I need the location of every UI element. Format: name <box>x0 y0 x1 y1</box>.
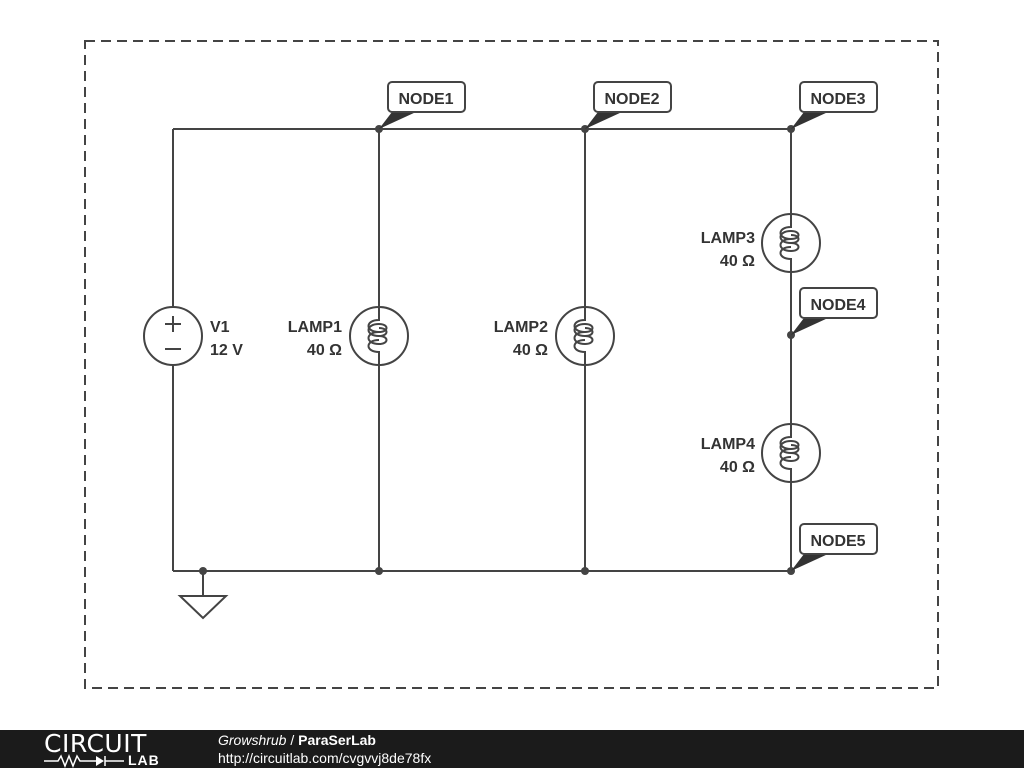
breadcrumb-separator: / <box>286 732 299 748</box>
breadcrumb-project[interactable]: ParaSerLab <box>298 732 376 748</box>
junction-dots <box>199 125 795 575</box>
lamp2-symbol[interactable] <box>555 306 615 366</box>
v1-name: V1 <box>210 319 230 336</box>
node5-flag[interactable]: NODE5 <box>791 523 878 571</box>
schematic-frame <box>84 40 939 689</box>
voltage-source-circle <box>143 306 203 366</box>
ground-symbol[interactable] <box>177 595 229 620</box>
circuitlab-logo[interactable]: CIRCUIT <box>44 729 147 758</box>
schematic-canvas: V1 12 V LAMP1 40 Ω LAMP2 40 Ω LAMP3 40 Ω… <box>84 40 939 689</box>
voltage-source-v1[interactable] <box>143 306 203 366</box>
junction-lamp1-bottom[interactable] <box>375 567 383 575</box>
node1-flag[interactable]: NODE1 <box>379 81 466 129</box>
junction-lamp2-bottom[interactable] <box>581 567 589 575</box>
lamp3-value: 40 Ω <box>720 253 755 270</box>
node2-label: NODE2 <box>604 91 659 108</box>
node5-label: NODE5 <box>810 533 865 550</box>
lamp1-name: LAMP1 <box>288 319 342 336</box>
node2-flag[interactable]: NODE2 <box>585 81 672 129</box>
node1-label: NODE1 <box>398 91 453 108</box>
breadcrumb: Growshrub / ParaSerLab <box>218 732 376 749</box>
logo-sub-label: LAB <box>128 752 160 768</box>
footer-bar: CIRCUIT LAB Growshrub / ParaSerLab http:… <box>0 730 1024 768</box>
node4-label: NODE4 <box>810 297 865 314</box>
logo-waveform-icon <box>44 754 124 768</box>
wires <box>172 128 792 596</box>
lamp2-value: 40 Ω <box>513 342 548 359</box>
project-url-link[interactable]: http://circuitlab.com/cvgvvj8de78fx <box>218 750 432 766</box>
junction-ground[interactable] <box>199 567 207 575</box>
lamp1-value: 40 Ω <box>307 342 342 359</box>
lamp4-value: 40 Ω <box>720 459 755 476</box>
node3-flag[interactable]: NODE3 <box>791 81 878 129</box>
lamp2-name: LAMP2 <box>494 319 548 336</box>
breadcrumb-user[interactable]: Growshrub <box>218 732 287 748</box>
v1-value: 12 V <box>210 342 243 359</box>
lamp3-name: LAMP3 <box>701 230 755 247</box>
node3-label: NODE3 <box>810 91 865 108</box>
node4-flag[interactable]: NODE4 <box>791 287 878 335</box>
lamp1-symbol[interactable] <box>349 306 409 366</box>
lamp3-symbol[interactable] <box>761 213 821 273</box>
lamp4-symbol[interactable] <box>761 423 821 483</box>
lamp4-name: LAMP4 <box>701 436 755 453</box>
